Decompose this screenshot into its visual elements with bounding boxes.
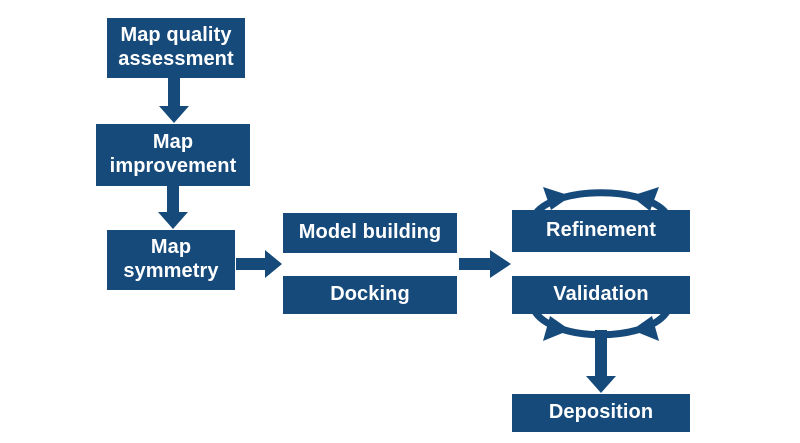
node-map-quality-assessment[interactable]: Map quality assessment (107, 18, 245, 78)
node-label-line2: improvement (109, 155, 237, 177)
arc-refinement-validation-top (530, 187, 672, 220)
node-refinement[interactable]: Refinement (512, 210, 690, 252)
node-label-line2: symmetry (123, 260, 219, 282)
node-label-line1: Map (150, 236, 192, 259)
node-map-improvement[interactable]: Map improvement (96, 124, 250, 186)
arrow-map-symmetry-to-model-building (236, 250, 282, 278)
node-label: Validation (553, 283, 649, 306)
node-label-line1: Map quality (120, 24, 232, 47)
node-deposition[interactable]: Deposition (512, 394, 690, 432)
arrow-validation-to-deposition (586, 330, 616, 393)
node-label: Model building (298, 221, 442, 244)
arrow-map-quality-to-map-improvement (159, 78, 189, 123)
node-docking[interactable]: Docking (283, 276, 457, 314)
node-label: Docking (330, 283, 410, 306)
node-label: Deposition (548, 401, 654, 424)
arrow-map-improvement-to-map-symmetry (158, 186, 188, 229)
node-validation[interactable]: Validation (512, 276, 690, 314)
node-label: Refinement (546, 219, 656, 242)
node-label-line2: assessment (118, 48, 234, 70)
node-map-symmetry[interactable]: Map symmetry (107, 230, 235, 290)
node-model-building[interactable]: Model building (283, 213, 457, 253)
node-label-line1: Map (152, 131, 194, 154)
arrow-model-building-to-refinement (459, 250, 511, 278)
